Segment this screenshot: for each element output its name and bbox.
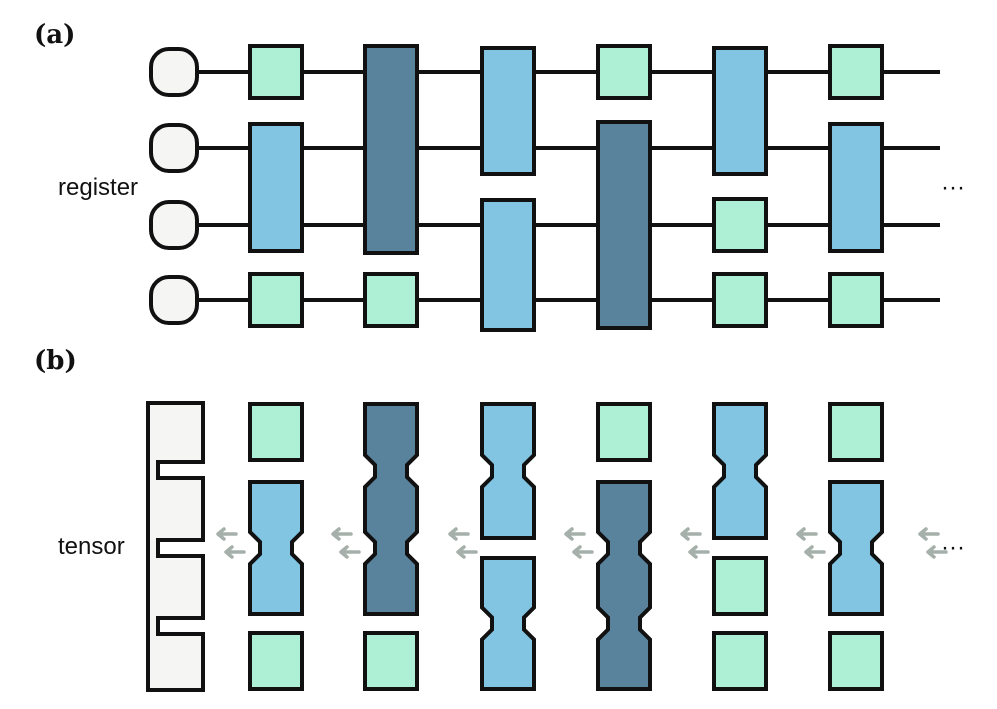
contraction-arrow xyxy=(224,545,246,559)
single-qubit-gate xyxy=(248,272,304,328)
register-label: register xyxy=(58,174,138,201)
three-qubit-gate xyxy=(363,44,419,255)
register-qubit xyxy=(149,200,199,250)
single-qubit-gate xyxy=(828,44,884,100)
contraction-arrow xyxy=(216,527,238,541)
contraction-arrow xyxy=(680,527,702,541)
register-qubit xyxy=(149,47,199,97)
panel-a-label: (a) xyxy=(34,20,75,50)
panel-b-label: (b) xyxy=(34,346,77,376)
single-qubit-gate xyxy=(828,272,884,328)
contraction-arrow xyxy=(688,545,710,559)
single-qubit-gate xyxy=(363,272,419,328)
contraction-arrow xyxy=(448,527,470,541)
ellipsis-b: ··· xyxy=(941,534,965,561)
register-qubit xyxy=(149,123,199,173)
panel-b-tensor-network xyxy=(146,401,948,692)
two-qubit-tensor xyxy=(712,402,768,540)
contraction-arrow xyxy=(564,527,586,541)
single-qubit-gate xyxy=(712,197,768,253)
ellipsis-a: ··· xyxy=(941,174,965,201)
single-qubit-tensor xyxy=(248,402,304,462)
contraction-arrow xyxy=(796,527,818,541)
two-qubit-gate xyxy=(828,122,884,253)
contraction-arrow xyxy=(804,545,826,559)
two-qubit-gate xyxy=(248,122,304,253)
two-qubit-tensor xyxy=(480,402,536,540)
contraction-arrow xyxy=(926,545,948,559)
contraction-arrow xyxy=(572,545,594,559)
register-qubit xyxy=(149,275,199,325)
two-qubit-gate xyxy=(480,46,536,176)
three-qubit-tensor xyxy=(596,480,652,691)
single-qubit-tensor xyxy=(712,556,768,616)
two-qubit-gate xyxy=(480,198,536,332)
two-qubit-tensor xyxy=(248,480,304,616)
two-qubit-gate xyxy=(712,46,768,176)
single-qubit-tensor xyxy=(363,631,419,691)
contracted-tensor xyxy=(146,401,205,692)
single-qubit-tensor xyxy=(596,402,652,462)
panel-a-circuit xyxy=(149,44,940,332)
tensor-label: tensor xyxy=(58,533,125,560)
contraction-arrow xyxy=(456,545,478,559)
single-qubit-tensor xyxy=(828,631,884,691)
single-qubit-gate xyxy=(248,44,304,100)
single-qubit-tensor xyxy=(248,631,304,691)
single-qubit-gate xyxy=(712,272,768,328)
single-qubit-tensor xyxy=(712,631,768,691)
two-qubit-tensor xyxy=(828,480,884,616)
contraction-arrow xyxy=(918,527,940,541)
three-qubit-gate xyxy=(596,120,652,330)
contraction-arrow xyxy=(331,527,353,541)
two-qubit-tensor xyxy=(480,556,536,691)
single-qubit-tensor xyxy=(828,402,884,462)
single-qubit-gate xyxy=(596,44,652,100)
three-qubit-tensor xyxy=(363,402,419,616)
contraction-arrow xyxy=(339,545,361,559)
